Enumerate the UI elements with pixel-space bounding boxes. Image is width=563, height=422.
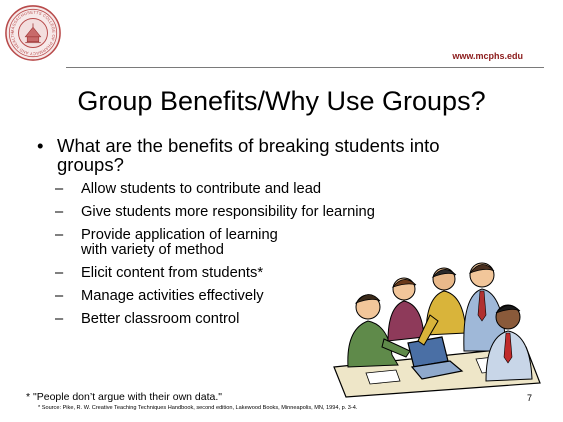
college-seal-icon: MASSACHUSETTS COLLEGE OF PHARMACY AND HE…: [4, 4, 61, 61]
sub-bullet: – Better classroom control: [55, 312, 475, 327]
sub-bullet-list: – Allow students to contribute and lead –…: [35, 182, 475, 327]
sub-bullet-text: Allow students to contribute and lead: [81, 181, 322, 197]
dash-marker: –: [55, 265, 64, 281]
dash-marker: –: [55, 227, 64, 243]
sub-bullet: – Provide application of learning with va…: [55, 228, 475, 258]
sub-bullet: – Manage activities effectively: [55, 289, 475, 304]
students-group-laptop-clipart: [333, 262, 541, 398]
header-divider: [66, 67, 544, 68]
sub-bullet-text: Give students more responsibility for le…: [81, 204, 375, 220]
source-citation: * Source: Pike, R. W. Creative Teaching …: [38, 405, 358, 411]
dash-marker: –: [55, 288, 64, 304]
main-bullet: • What are the benefits of breaking stud…: [35, 136, 475, 174]
bullet-marker: •: [37, 135, 44, 156]
footnote-quote: * "People don’t argue with their own dat…: [26, 391, 222, 403]
sub-bullet-text: Provide application of learning with var…: [81, 227, 278, 258]
website-url[interactable]: www.mcphs.edu: [452, 51, 523, 61]
slide-title: Group Benefits/Why Use Groups?: [77, 86, 486, 116]
sub-bullet-text: Manage activities effectively: [81, 288, 264, 304]
page-number: 7: [527, 393, 533, 403]
sub-bullet-text: Elicit content from students*: [81, 265, 264, 281]
sub-bullet: – Give students more responsibility for l…: [55, 205, 475, 220]
dash-marker: –: [55, 311, 64, 327]
main-bullet-text: What are the benefits of breaking studen…: [57, 135, 440, 175]
sub-bullet-text: Better classroom control: [81, 311, 240, 327]
dash-marker: –: [55, 181, 64, 197]
sub-bullet: – Allow students to contribute and lead: [55, 182, 475, 197]
sub-bullet: – Elicit content from students*: [55, 266, 475, 281]
dash-marker: –: [55, 204, 64, 220]
bullet-list: • What are the benefits of breaking stud…: [35, 136, 475, 335]
